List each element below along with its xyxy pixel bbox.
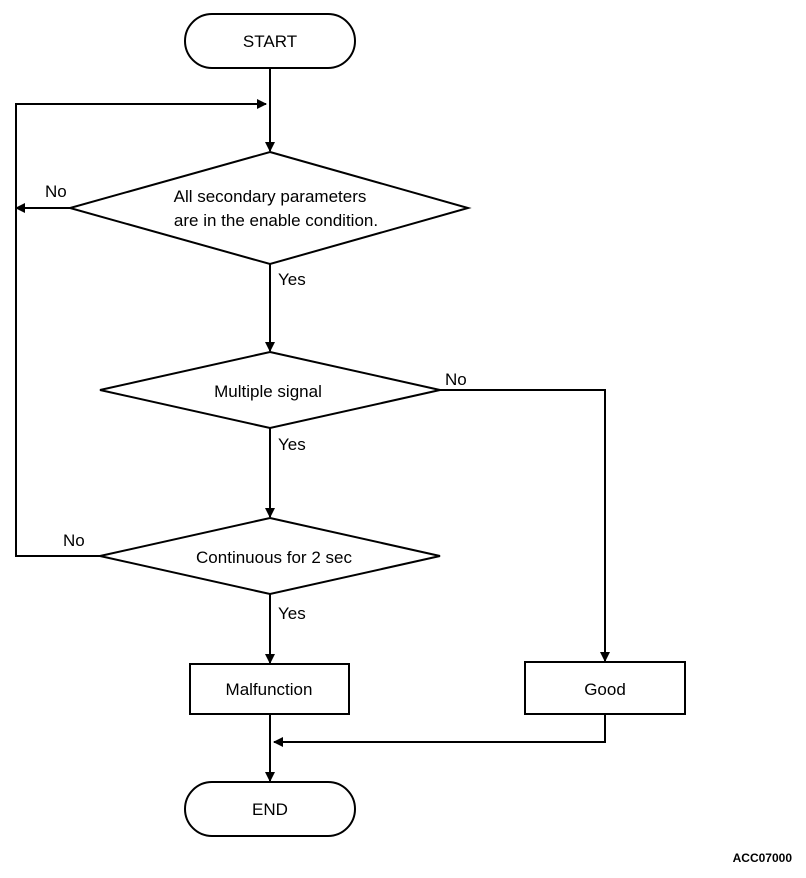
multiple-no-label: No: [445, 370, 467, 389]
end-terminal: [184, 781, 356, 837]
decision-multiple-signal-label: Multiple signal: [214, 382, 322, 401]
malfunction-box: [189, 663, 350, 715]
decision-continuous-label: Continuous for 2 sec: [196, 548, 352, 567]
connector-continuous-no-loop: [15, 99, 267, 557]
end-label: END: [252, 800, 288, 819]
start-label: START: [243, 32, 297, 51]
decision-secondary-parameters: [66, 150, 472, 266]
params-yes-label: Yes: [278, 270, 306, 289]
good-label: Good: [584, 680, 626, 699]
continuous-no-label: No: [63, 531, 85, 550]
params-no-label: No: [45, 182, 67, 201]
decision-secondary-parameters-line1: All secondary parameters: [174, 187, 367, 206]
malfunction-label: Malfunction: [226, 680, 313, 699]
connector-multiple-no: [440, 389, 610, 662]
decision-secondary-parameters-line2: are in the enable condition.: [174, 211, 378, 230]
continuous-yes-label: Yes: [278, 604, 306, 623]
figure-code: ACC07000: [733, 851, 793, 865]
connector-good-to-end: [273, 714, 606, 747]
multiple-yes-label: Yes: [278, 435, 306, 454]
